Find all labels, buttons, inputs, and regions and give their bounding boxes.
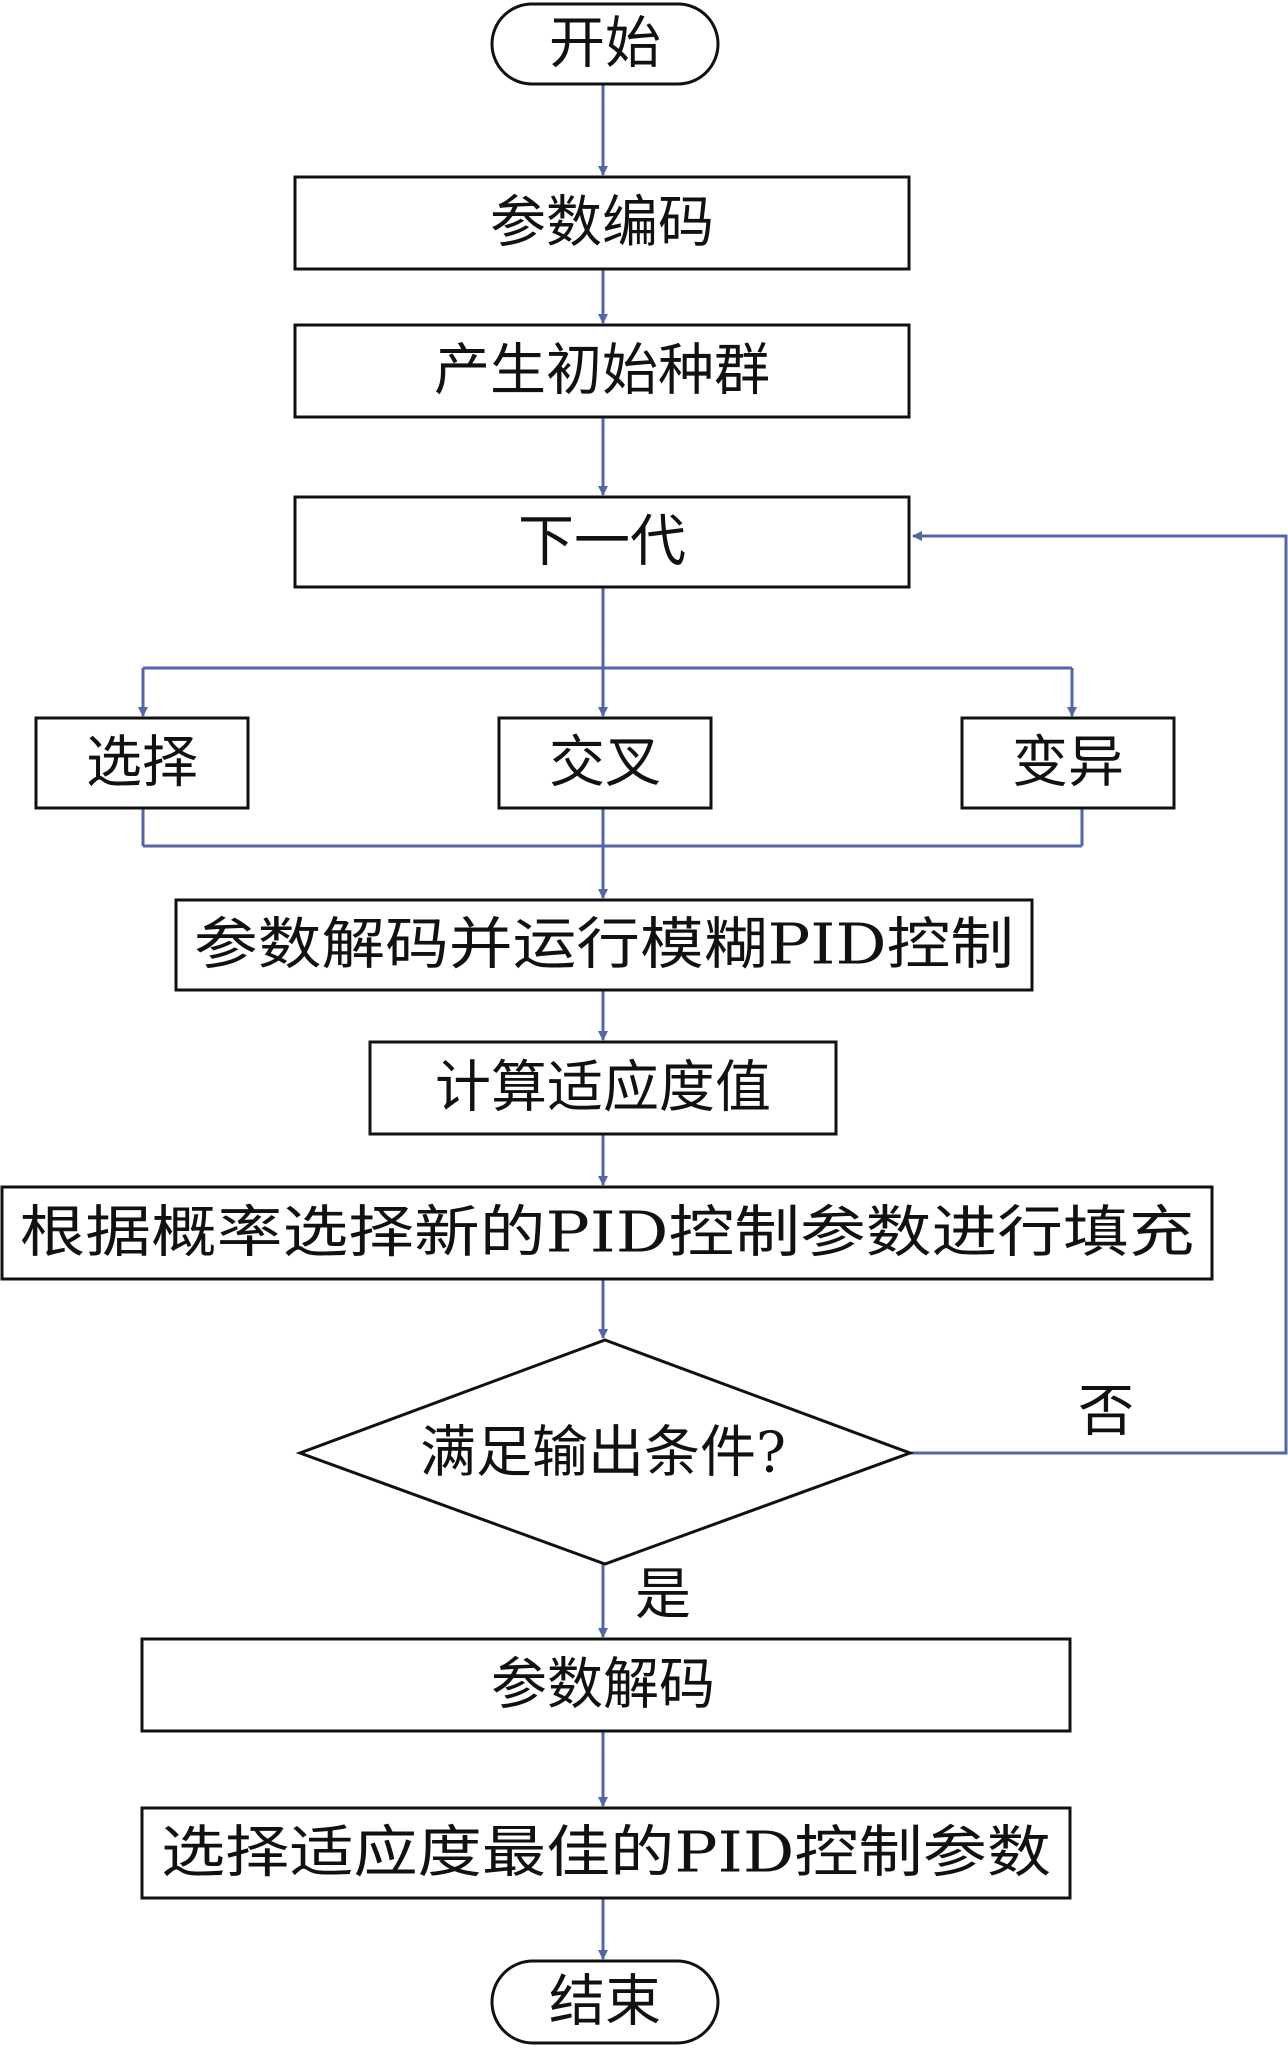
condition-diamond (295, 1338, 915, 1566)
start-shape (490, 2, 720, 86)
decode-run-label: 参数解码并运行模糊PID控制 (194, 913, 1014, 978)
select-box (34, 716, 250, 810)
fill-box (0, 1185, 1214, 1281)
decode-run-box (174, 898, 1034, 992)
mutation-box (960, 716, 1176, 810)
init-pop-label: 产生初始种群 (434, 339, 770, 404)
arrow-no-loop-to-next-gen (910, 531, 1288, 1455)
next-gen-box (293, 495, 911, 589)
connectors (138, 84, 1288, 1960)
encode-label: 参数编码 (490, 191, 714, 256)
init-pop-box (293, 323, 911, 419)
start-terminal: 开始 (490, 2, 720, 86)
fitness-step: 计算适应度值 (368, 1040, 838, 1136)
decode-box (140, 1637, 1072, 1733)
end-label: 结束 (549, 1970, 661, 2035)
condition-decision: 满足输出条件? (295, 1338, 915, 1566)
encode-box (293, 175, 911, 271)
best-label: 选择适应度最佳的PID控制参数 (161, 1821, 1051, 1886)
yes-branch-label: 是 (635, 1563, 691, 1628)
encode-step: 参数编码 (293, 175, 911, 271)
decode-run-step: 参数解码并运行模糊PID控制 (174, 898, 1034, 992)
end-shape (490, 1959, 720, 2045)
select-step: 选择 (34, 716, 250, 810)
start-label: 开始 (549, 12, 661, 77)
condition-label: 满足输出条件? (420, 1421, 786, 1486)
crossover-label: 交叉 (549, 731, 661, 796)
fill-step: 根据概率选择新的PID控制参数进行填充 (0, 1185, 1214, 1281)
fill-label: 根据概率选择新的PID控制参数进行填充 (20, 1201, 1195, 1266)
fitness-label: 计算适应度值 (435, 1056, 771, 1121)
decode-step: 参数解码 (140, 1637, 1072, 1733)
end-terminal: 结束 (490, 1959, 720, 2045)
decode-label: 参数解码 (491, 1653, 715, 1718)
no-branch-label: 否 (1078, 1380, 1134, 1445)
init-pop-step: 产生初始种群 (293, 323, 911, 419)
select-label: 选择 (86, 731, 198, 796)
best-step: 选择适应度最佳的PID控制参数 (140, 1806, 1072, 1900)
mutation-step: 变异 (960, 716, 1176, 810)
best-box (140, 1806, 1072, 1900)
mutation-label: 变异 (1012, 731, 1124, 796)
crossover-box (497, 716, 713, 810)
next-gen-label: 下一代 (518, 510, 686, 575)
crossover-step: 交叉 (497, 716, 713, 810)
fitness-box (368, 1040, 838, 1136)
next-gen-step: 下一代 (293, 495, 911, 589)
